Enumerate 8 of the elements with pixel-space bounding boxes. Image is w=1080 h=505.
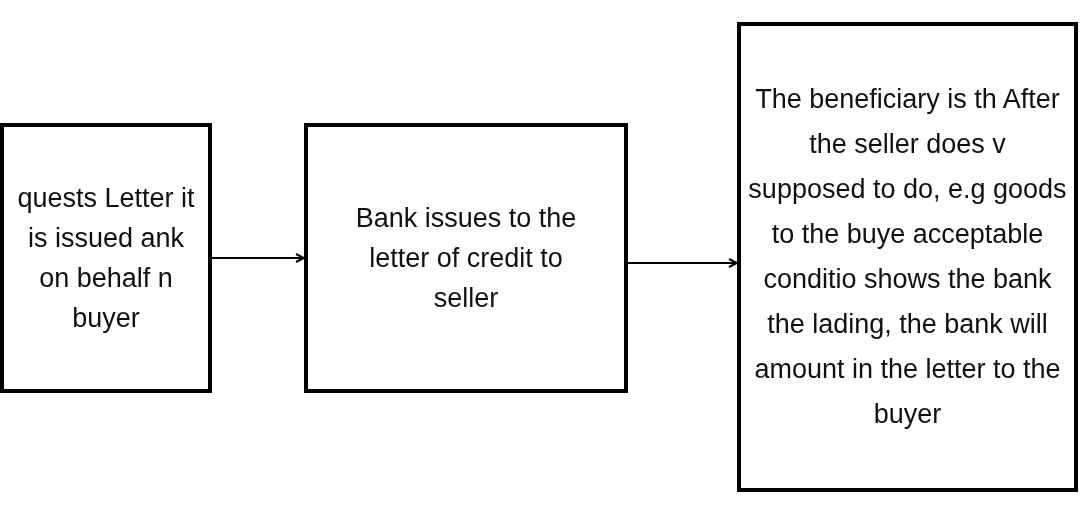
arrow (627, 258, 738, 268)
arrow (211, 253, 305, 263)
box-text: quests Letter it is issued ank on behalf n buyer (16, 182, 196, 335)
process-box (737, 22, 1078, 492)
box-text: The beneficiary is th After the seller does v supposed to do, e.g goods to the buye acceptable conditio shows the bank the lading, the bank will amount in the letter to the buyer (747, 83, 1068, 431)
box-text: Bank issues to the letter of credit to seller (354, 202, 578, 315)
process-box (304, 123, 628, 393)
process-box (0, 123, 212, 393)
